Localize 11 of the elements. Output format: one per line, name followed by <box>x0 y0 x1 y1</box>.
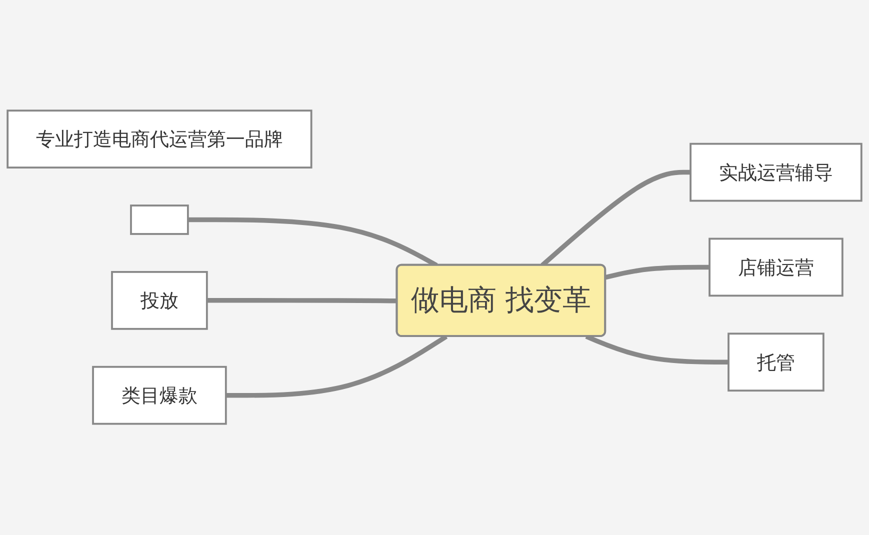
node-box: 实战运营辅导 <box>690 143 862 202</box>
node-box: 托管 <box>728 333 824 392</box>
connector <box>585 334 729 365</box>
node-box <box>130 204 189 236</box>
node-box: 投放 <box>111 271 208 330</box>
connector <box>226 334 448 398</box>
connector <box>605 265 710 280</box>
connector <box>206 298 398 304</box>
node-box: 类目爆款 <box>92 366 227 426</box>
node-box: 专业打造电商代运营第一品牌 <box>6 110 312 169</box>
node-box: 店铺运营 <box>708 238 844 297</box>
